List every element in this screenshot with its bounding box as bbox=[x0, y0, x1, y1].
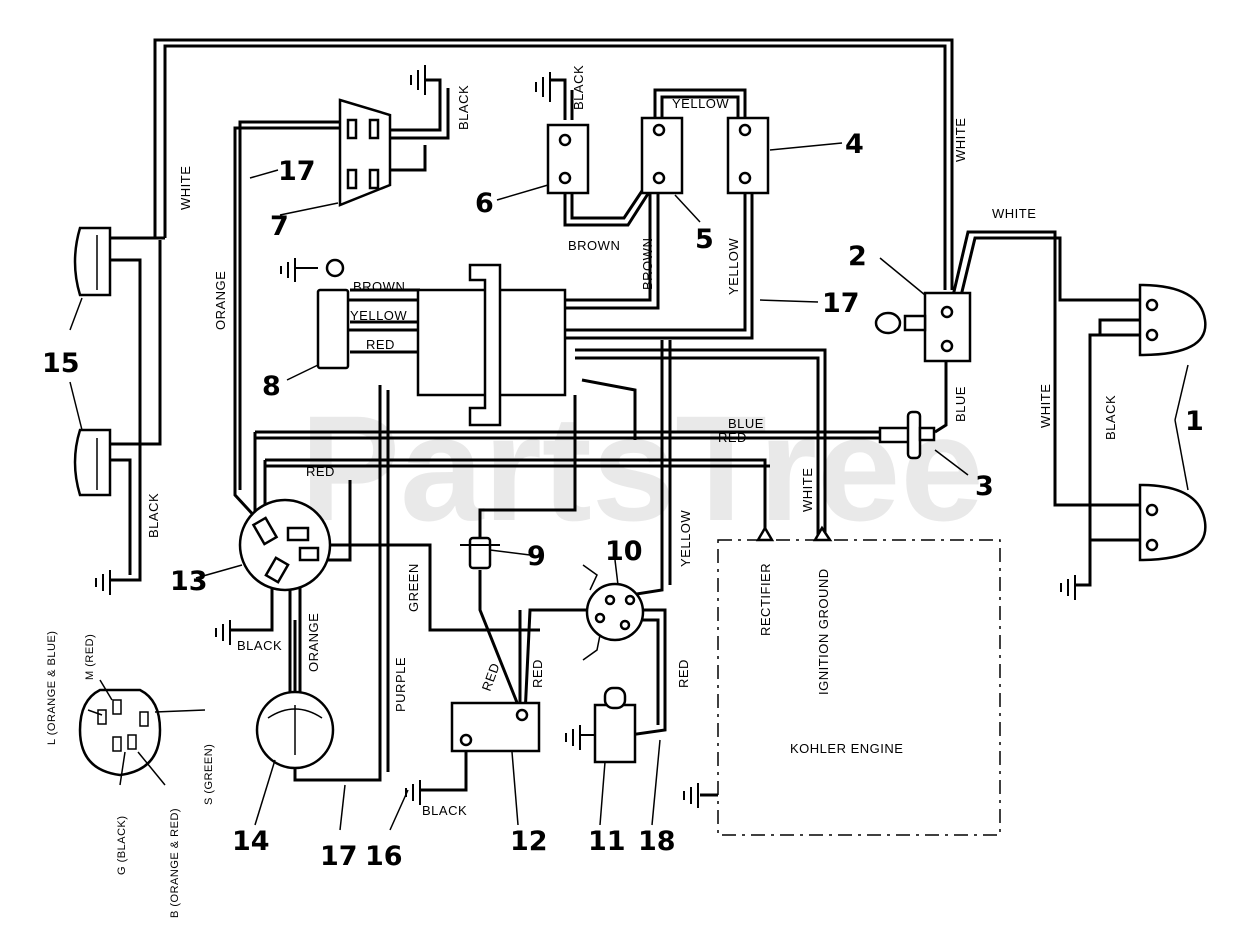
label-red: RED bbox=[718, 430, 747, 445]
switch-4 bbox=[726, 116, 770, 195]
label-red: RED bbox=[366, 337, 395, 352]
ignition-ground-label: IGNITION GROUND bbox=[816, 568, 831, 695]
part-number-18: 18 bbox=[638, 826, 676, 857]
terminal-m: M (RED) bbox=[84, 634, 96, 680]
kohler-engine-block bbox=[700, 525, 1001, 836]
headlight-lower bbox=[73, 428, 112, 497]
engine-labels: KOHLER ENGINE RECTIFIER IGNITION GROUND bbox=[758, 563, 903, 756]
part-number-5: 5 bbox=[695, 224, 714, 255]
part-number-11: 11 bbox=[588, 826, 626, 857]
label-yellow: YELLOW bbox=[726, 238, 741, 295]
label-purple: PURPLE bbox=[393, 657, 408, 712]
label-blue: BLUE bbox=[953, 386, 968, 422]
label-red: RED bbox=[306, 464, 335, 479]
part-number-4: 4 bbox=[845, 129, 864, 160]
light-switch bbox=[874, 291, 972, 363]
part-number-10: 10 bbox=[605, 536, 643, 567]
ground-icon bbox=[565, 725, 581, 750]
terminal-g: G (BLACK) bbox=[116, 815, 128, 875]
label-orange: ORANGE bbox=[213, 271, 228, 330]
ammeter bbox=[255, 690, 335, 770]
label-green: GREEN bbox=[406, 563, 421, 612]
label-brown: BROWN bbox=[568, 238, 620, 253]
label-black: BLACK bbox=[237, 638, 282, 653]
ground-icon bbox=[683, 783, 699, 808]
part-number-17-right: 17 bbox=[822, 288, 860, 319]
ground-icon bbox=[280, 258, 296, 282]
part-number-9: 9 bbox=[527, 541, 546, 572]
wire-labels: WHITE WHITE WHITE WHITE WHITE BLACK BLAC… bbox=[146, 65, 1118, 818]
part-numbers: 1 2 3 4 5 6 7 8 9 10 11 12 13 14 15 16 1… bbox=[42, 129, 1204, 872]
part-number-2: 2 bbox=[848, 241, 867, 272]
part-number-15: 15 bbox=[42, 348, 80, 379]
part-number-1: 1 bbox=[1185, 406, 1204, 437]
label-yellow: YELLOW bbox=[350, 308, 407, 323]
switch-6 bbox=[546, 123, 590, 195]
wires bbox=[110, 38, 1140, 792]
part-number-14: 14 bbox=[232, 826, 270, 857]
ground-icon bbox=[405, 780, 421, 805]
part-number-3: 3 bbox=[975, 471, 994, 502]
regulator-block bbox=[416, 263, 567, 427]
label-black: BLACK bbox=[146, 493, 161, 538]
label-black: BLACK bbox=[456, 85, 471, 130]
ignition-switch bbox=[238, 498, 332, 592]
part-number-17-bottom: 17 bbox=[320, 841, 358, 872]
label-yellow: YELLOW bbox=[678, 510, 693, 567]
part-number-16: 16 bbox=[365, 841, 403, 872]
part-number-12: 12 bbox=[510, 826, 548, 857]
label-blue: BLUE bbox=[728, 416, 764, 431]
sensor-9 bbox=[460, 536, 500, 570]
label-black: BLACK bbox=[571, 65, 586, 110]
starter-relay-12 bbox=[450, 701, 541, 753]
label-white: WHITE bbox=[178, 166, 193, 210]
label-white: WHITE bbox=[992, 206, 1036, 221]
label-red: RED bbox=[676, 659, 691, 688]
part-number-6: 6 bbox=[475, 188, 494, 219]
label-white: WHITE bbox=[800, 468, 815, 512]
label-black: BLACK bbox=[422, 803, 467, 818]
connector-10 bbox=[582, 564, 645, 661]
part-number-8: 8 bbox=[262, 371, 281, 402]
rear-lamp-upper bbox=[1138, 283, 1207, 357]
label-yellow: YELLOW bbox=[672, 96, 729, 111]
leader-lines bbox=[69, 142, 1189, 831]
label-red: RED bbox=[530, 659, 545, 688]
ground-icon bbox=[215, 620, 231, 645]
part-number-17-top: 17 bbox=[278, 156, 316, 187]
switch-7 bbox=[338, 98, 392, 207]
plug-8 bbox=[295, 258, 350, 370]
watermark: PartsTree bbox=[300, 384, 984, 552]
label-white: WHITE bbox=[1038, 384, 1053, 428]
headlight-upper bbox=[73, 226, 112, 297]
ground-symbols bbox=[95, 65, 1076, 808]
ground-icon bbox=[1060, 575, 1076, 600]
key-switch-detail bbox=[78, 688, 162, 777]
switch-terminal-labels: L (ORANGE & BLUE) M (RED) S (GREEN) G (B… bbox=[46, 631, 215, 918]
ground-icon bbox=[410, 65, 426, 95]
switch-5 bbox=[640, 116, 684, 195]
connector-3 bbox=[878, 410, 936, 460]
terminal-b: B (ORANGE & RED) bbox=[169, 808, 181, 918]
part-number-13: 13 bbox=[170, 566, 208, 597]
part-number-7: 7 bbox=[270, 211, 289, 242]
label-white: WHITE bbox=[953, 118, 968, 162]
solenoid-11 bbox=[580, 686, 637, 764]
terminal-s: S (GREEN) bbox=[203, 744, 215, 805]
rectifier-label: RECTIFIER bbox=[758, 563, 773, 636]
label-red: RED bbox=[479, 661, 503, 693]
label-black: BLACK bbox=[1103, 395, 1118, 440]
engine-name: KOHLER ENGINE bbox=[790, 741, 903, 756]
ground-icon bbox=[95, 570, 111, 595]
terminal-l: L (ORANGE & BLUE) bbox=[46, 631, 58, 745]
ground-icon bbox=[535, 72, 551, 102]
label-orange: ORANGE bbox=[306, 613, 321, 672]
label-brown: BROWN bbox=[640, 238, 655, 290]
label-brown: BROWN bbox=[353, 279, 405, 294]
rear-lamp-lower bbox=[1138, 483, 1207, 562]
